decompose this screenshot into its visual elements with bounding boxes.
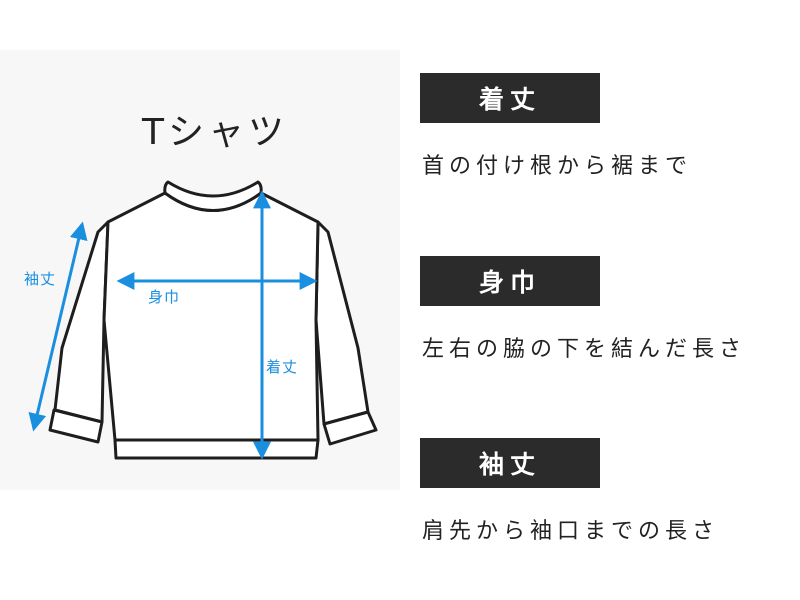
- body-length-label: 着丈: [266, 358, 299, 376]
- diagram-title: Tシャツ: [142, 112, 288, 153]
- sleeve-length-arrow: [28, 221, 88, 432]
- term-desc-sleeve: 肩先から袖口までの長さ: [422, 519, 720, 544]
- term-header-sleeve: 袖丈: [420, 438, 600, 488]
- term-header-length: 着丈: [420, 73, 600, 123]
- right-sleeve: [314, 220, 370, 426]
- term-desc-width: 左右の脇の下を結んだ長さ: [422, 337, 747, 362]
- term-desc-length: 首の付け根から裾まで: [422, 154, 693, 179]
- tshirt-illustration: [28, 180, 378, 460]
- right-cuff: [322, 410, 378, 446]
- hem-band: [113, 438, 320, 460]
- left-sleeve: [53, 220, 110, 424]
- shirt-body: [102, 191, 320, 442]
- sleeve-length-label: 袖丈: [24, 270, 57, 288]
- collar: [163, 180, 263, 212]
- term-header-width: 身巾: [420, 256, 600, 306]
- body-width-label: 身巾: [148, 288, 181, 306]
